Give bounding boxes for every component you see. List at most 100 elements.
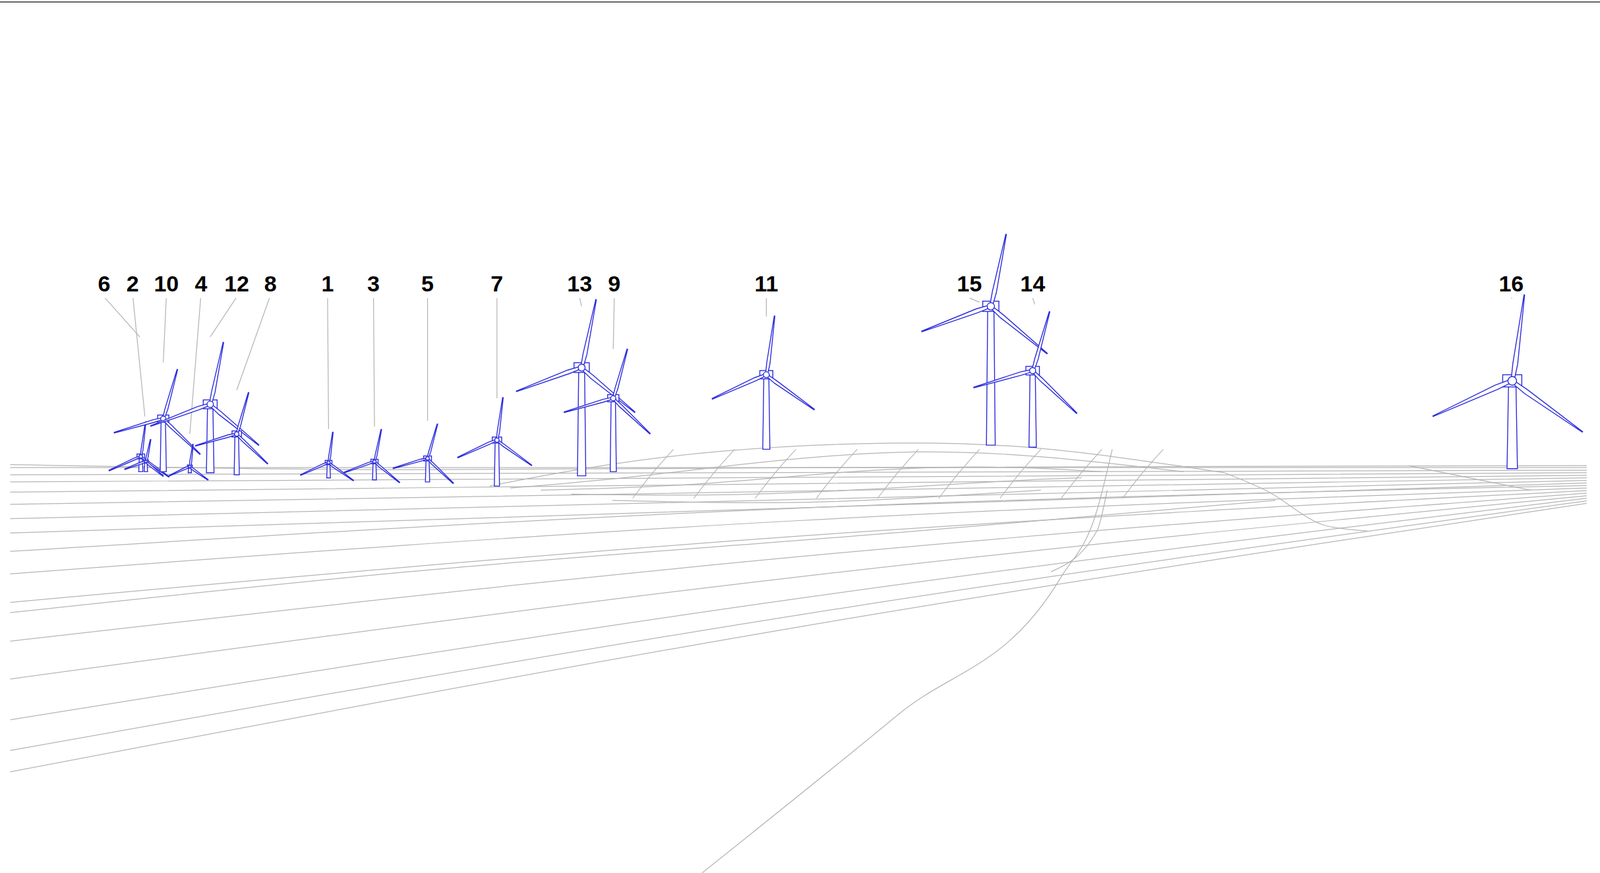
turbine-blade	[612, 397, 651, 434]
terrain-wireframe	[9, 443, 1587, 873]
turbine-hub	[326, 460, 331, 465]
turbine-tower	[234, 433, 240, 475]
turbine-hub	[425, 456, 430, 461]
turbine-blade	[373, 429, 382, 462]
turbine-blade	[150, 402, 211, 426]
turbine-tower	[1029, 370, 1037, 447]
turbine-blade	[989, 234, 1007, 307]
turbine-blade	[973, 369, 1034, 388]
wind-turbine	[150, 342, 260, 473]
wind-turbine	[921, 234, 1048, 445]
terrain-line	[1050, 489, 1107, 572]
turbine-blade	[496, 439, 533, 466]
turbine-blade	[300, 461, 329, 475]
turbine-blade	[516, 365, 583, 392]
hill-grid-line	[754, 448, 796, 498]
callout-number: 2	[126, 272, 140, 295]
turbine-tower	[762, 374, 771, 449]
turbine-blade	[1433, 379, 1513, 416]
hill-grid-line	[877, 448, 919, 498]
callout-number: 15	[957, 272, 983, 295]
terrain-line	[9, 480, 1587, 519]
wind-turbine	[169, 444, 209, 480]
turbine-blade	[457, 439, 498, 458]
leader-line	[613, 297, 615, 349]
callout-number: 14	[1019, 272, 1045, 295]
hill-grid-line	[938, 448, 980, 498]
callout-number: 8	[264, 272, 277, 295]
frame-line	[0, 1, 1600, 3]
leader-lines	[105, 297, 1513, 434]
turbine-blade	[711, 373, 767, 400]
hill-grid-line	[816, 448, 858, 498]
turbine-blade	[124, 460, 146, 470]
turbine-hub	[763, 371, 770, 378]
turbine-blade	[195, 433, 237, 447]
turbine-blade	[209, 342, 225, 405]
turbine-blade	[189, 466, 208, 480]
callout-number: 1	[321, 272, 334, 295]
wind-turbine	[343, 429, 400, 483]
callout-number: 16	[1498, 272, 1524, 295]
turbine-tower	[1507, 381, 1518, 469]
terrain-line	[9, 490, 1587, 603]
turbine-hub	[234, 431, 240, 437]
turbine-blade	[162, 417, 201, 455]
callout-number: 13	[566, 272, 593, 295]
leader-line	[427, 297, 428, 421]
turbine-blade	[496, 397, 504, 441]
terrain-line	[9, 472, 1587, 482]
turbine-hub	[578, 363, 586, 372]
terrain-line	[9, 501, 1587, 751]
wind-turbine	[564, 348, 651, 472]
turbine-blade	[114, 417, 164, 433]
turbine-blade	[328, 431, 334, 463]
leader-line	[163, 297, 167, 363]
callout-number: 12	[224, 272, 250, 295]
callout-number: 7	[490, 272, 504, 295]
turbine-hub	[139, 454, 143, 459]
turbine-hub	[144, 460, 148, 463]
terrain-line	[1408, 465, 1531, 490]
callout-number: 5	[421, 272, 434, 295]
callout-number: 9	[607, 272, 621, 295]
wind-turbine	[114, 369, 201, 472]
turbine-blade	[169, 466, 191, 476]
turbine-blade	[328, 462, 354, 481]
hill-grid-line	[1122, 448, 1164, 498]
leader-line	[1511, 297, 1513, 299]
callout-number: 10	[153, 272, 179, 295]
wind-turbine	[973, 311, 1078, 448]
leader-line	[1032, 297, 1035, 304]
wind-turbine	[392, 423, 453, 484]
callout-number: 6	[97, 272, 111, 295]
leader-line	[133, 297, 146, 417]
turbine-blade	[189, 444, 194, 467]
hill-grid-line	[1000, 448, 1041, 498]
terrain-line	[702, 448, 1113, 873]
turbine-blade	[921, 304, 991, 332]
leader-line	[373, 297, 376, 427]
turbine-blade	[427, 458, 454, 484]
turbine-hub	[1507, 376, 1517, 386]
turbine-hub	[373, 459, 377, 463]
turbine-blade	[140, 421, 147, 457]
terrain-line	[1224, 472, 1368, 531]
hill-contour	[612, 489, 1041, 503]
horizon-line	[9, 464, 1587, 471]
turbine-blade	[427, 423, 438, 459]
turbine-blade	[765, 373, 815, 410]
turbine-tower	[494, 439, 500, 486]
hill-grid-line	[694, 448, 736, 498]
turbine-hub	[986, 302, 995, 310]
turbine-blade	[343, 460, 375, 473]
turbine-blade	[1031, 311, 1050, 372]
turbine-tower	[577, 367, 587, 476]
turbine-tower	[206, 404, 215, 473]
wind-turbine	[195, 392, 268, 475]
hill-grid-line	[632, 448, 674, 498]
wind-turbine	[124, 439, 164, 477]
turbine-blade	[580, 299, 597, 368]
turbine-hub	[610, 395, 616, 401]
